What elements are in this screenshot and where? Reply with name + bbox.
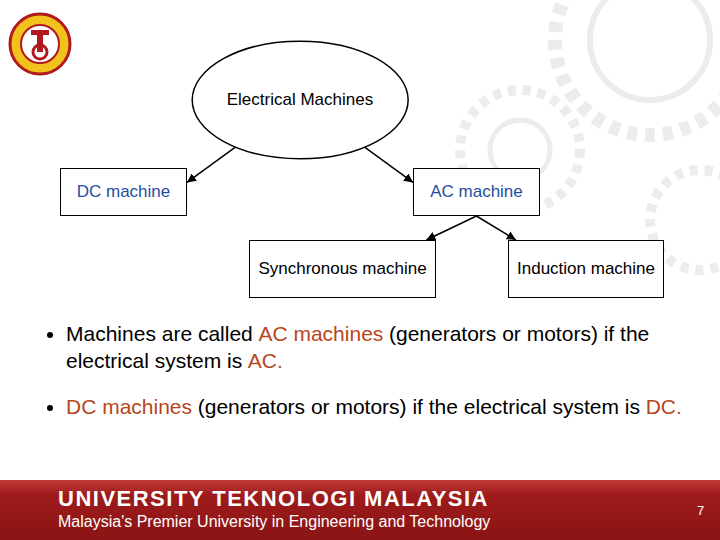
node-label: DC machine <box>77 181 171 203</box>
circle-shape <box>192 41 408 159</box>
category-box: DC machine <box>60 168 187 216</box>
bullet-item: Machines are calledAC machines(generator… <box>66 320 706 375</box>
logo-stem <box>37 30 43 52</box>
highlight-term: DC. <box>646 395 682 418</box>
gear-hub <box>590 0 710 100</box>
connector-arrow <box>365 147 413 182</box>
type-box: Synchronous machine <box>249 240 435 298</box>
node-label: Synchronous machine <box>258 258 426 280</box>
connector-arrow <box>477 216 516 240</box>
bullet-text: (generators or motors) if the electrical… <box>198 395 640 418</box>
bullet-text: Machines are called <box>66 322 253 345</box>
category-box: AC machine <box>413 168 540 216</box>
university-name: UNIVERSITY TEKNOLOGI MALAYSIA <box>58 486 489 512</box>
footer-band <box>0 480 720 540</box>
connector-arrow <box>187 147 235 182</box>
page-number: 7 <box>697 503 704 518</box>
root-circle: Electrical Machines <box>190 40 410 160</box>
highlight-term: AC. <box>248 349 283 372</box>
gear-watermark <box>460 0 720 270</box>
connector-arrow <box>426 216 476 240</box>
highlight-term: DC machines <box>66 395 192 418</box>
logo-core <box>21 25 59 63</box>
type-box: Induction machine <box>508 240 664 298</box>
node-label: Electrical Machines <box>227 89 373 111</box>
bullet-list: Machines are calledAC machines (generator… <box>48 320 706 438</box>
university-tagline: Malaysia's Premier University in Enginee… <box>58 513 490 531</box>
node-label: AC machine <box>430 181 523 203</box>
logo-ring <box>10 14 70 74</box>
highlight-term: AC machines <box>258 322 383 345</box>
university-logo <box>10 14 70 74</box>
bullet-item: DC machines (generators or motors) if the… <box>66 393 706 420</box>
logo-ring-inner <box>33 45 47 59</box>
gear-outline <box>555 0 720 135</box>
node-label: Induction machine <box>517 258 655 280</box>
